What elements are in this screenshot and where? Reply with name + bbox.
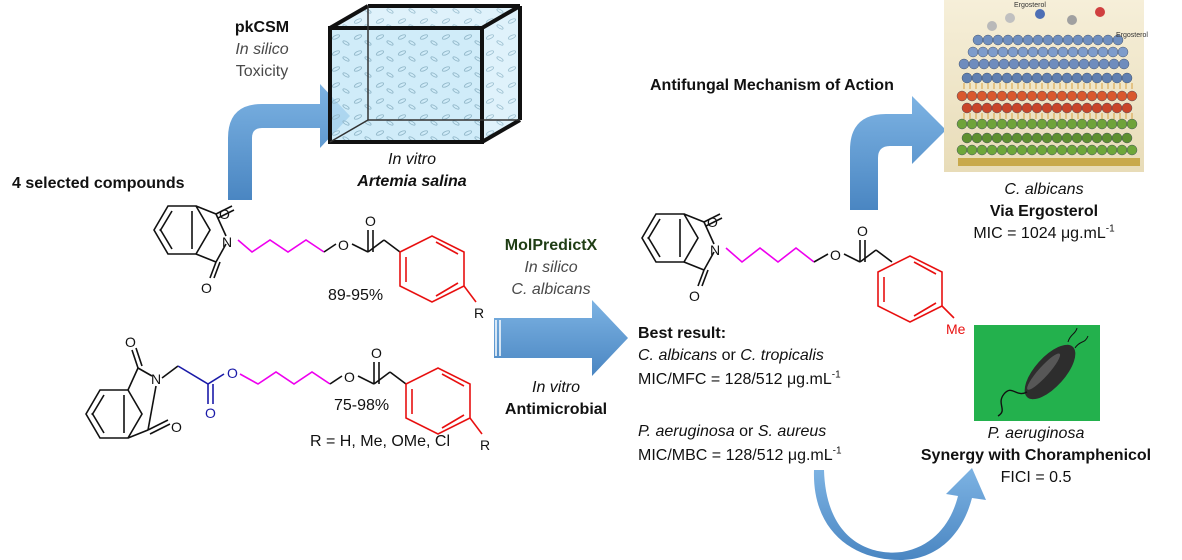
synergy-text: Synergy with Choramphenicol [920, 447, 1152, 464]
mol2-o-top: O [125, 334, 136, 350]
fici-value: FICI = 0.5 [1000, 469, 1072, 486]
arrow-to-toxicity [228, 84, 350, 200]
membrane-label-ergosterol-1: Ergosterol [1014, 2, 1046, 9]
mechanism-organism: C. albicans [1004, 181, 1084, 198]
arrow-to-synergy [813, 468, 986, 560]
best-result-heading: Best result: [638, 325, 727, 342]
mechanism-mic: MIC = 1024 μg.mL-1 [973, 223, 1115, 242]
antimicrobial-label: Antimicrobial [504, 401, 608, 418]
molecule-best-result [641, 213, 723, 287]
molpredictx-organism: C. albicans [511, 281, 591, 298]
or-text: or [721, 347, 736, 364]
mol1-n: N [222, 234, 232, 250]
mic-mbc-value: MIC/MBC = 128/512 μg.mL-1 [638, 445, 842, 464]
pkcsm-toxicity: Toxicity [235, 63, 289, 80]
best-fungi-organisms: C. albicans or C. tropicalis [638, 346, 824, 366]
mol1-carbonyl-o: O [365, 213, 376, 229]
artemia-in-vitro: In vitro [387, 151, 437, 168]
artemia-tank-illustration [328, 4, 522, 144]
selected-compounds: 4 selected compounds [12, 175, 185, 192]
arrow-to-mechanism [850, 96, 946, 210]
mol1-o-bottom: O [201, 280, 212, 296]
mol2-ester-o2: O [344, 369, 355, 385]
mol3-ester-o: O [830, 247, 841, 263]
arrow-to-results [494, 300, 628, 376]
organism-c-albicans: C. albicans [638, 347, 718, 364]
synergy-organism: P. aeruginosa [987, 425, 1085, 442]
mol2-n: N [151, 371, 161, 387]
mic-mfc-value: MIC/MFC = 128/512 μg.mL-1 [638, 369, 841, 388]
best-bacteria-organisms: P. aeruginosa or S. aureus [638, 422, 826, 442]
mol3-methyl: Me [946, 321, 966, 337]
mol1-ester-o: O [338, 237, 349, 253]
membrane-label-ergosterol-2: Ergosterol [1116, 32, 1148, 39]
organism-c-tropicalis: C. tropicalis [740, 347, 824, 364]
mol3-o-bottom: O [689, 288, 700, 304]
r-substituents: R = H, Me, OMe, Cl [310, 433, 451, 450]
via-ergosterol: Via Ergosterol [989, 203, 1099, 220]
or-text: or [739, 423, 754, 440]
molecule-glycine-ester [85, 347, 179, 439]
molecule-phthalimide-butyl-ester [153, 205, 235, 279]
yield-series-1: 89-95% [328, 287, 384, 304]
artemia-salina: Artemia salina [357, 173, 467, 190]
mol2-ester-o1: O [227, 365, 238, 381]
mol3-n: N [710, 242, 720, 258]
mechanism-title: Antifungal Mechanism of Action [650, 77, 894, 94]
mol1-r-label: R [474, 305, 484, 321]
organism-s-aureus: S. aureus [757, 423, 827, 440]
molpredictx-in-silico: In silico [524, 259, 578, 276]
mol2-carbonyl-o1: O [205, 405, 216, 421]
pkcsm-in-silico: In silico [235, 41, 289, 58]
mol2-carbonyl-o2: O [371, 345, 382, 361]
mol2-r-label: R [480, 437, 490, 453]
pkcsm-label: pkCSM [234, 19, 290, 36]
mol3-carbonyl-o: O [857, 223, 868, 239]
organism-p-aeruginosa: P. aeruginosa [638, 423, 735, 440]
mol1-o-top: O [219, 206, 230, 222]
mol2-o-bottom: O [171, 419, 182, 435]
yield-series-2: 75-98% [334, 397, 390, 414]
mol3-o-top: O [707, 214, 718, 230]
molpredictx-label: MolPredictX [504, 237, 598, 254]
antimicrobial-in-vitro: In vitro [531, 379, 581, 396]
